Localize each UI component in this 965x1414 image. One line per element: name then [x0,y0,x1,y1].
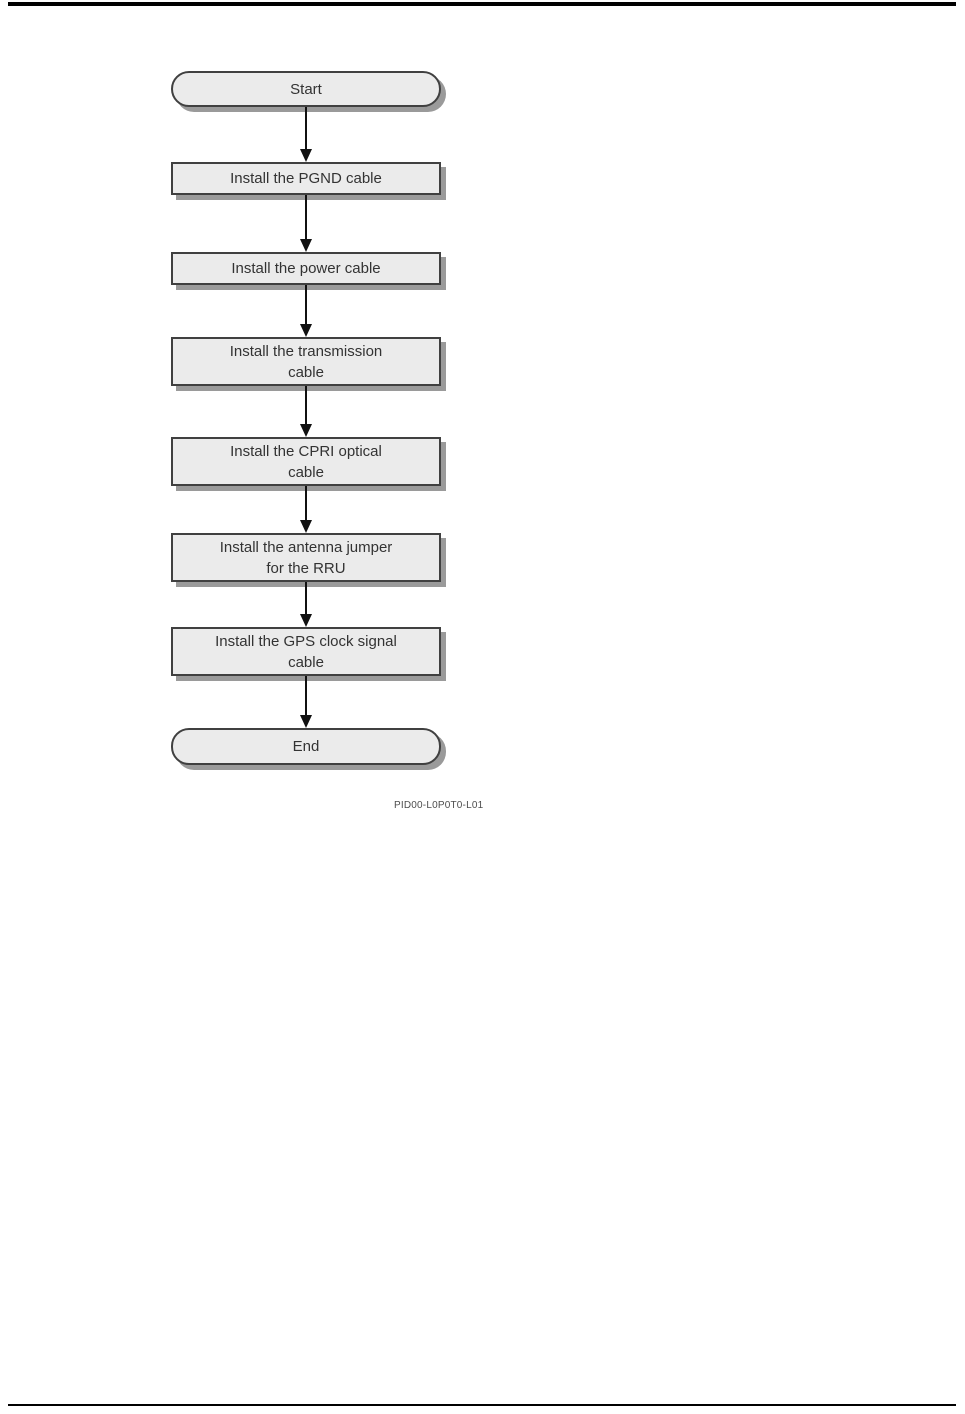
flowchart-node-install-power-cable: Install the power cable [171,252,441,285]
arrow-shaft [305,676,307,715]
arrow-shaft [305,285,307,324]
flow-arrow-down [300,676,312,728]
flow-arrow-down [300,285,312,337]
arrow-shaft [305,386,307,424]
flowchart-node-start: Start [171,71,441,107]
figure-id-caption: PID00-L0P0T0-L01 [394,800,484,811]
arrowhead-down-icon [300,239,312,252]
node-label: Install the transmission cable [229,342,383,381]
arrow-shaft [305,486,307,520]
node-label: End [292,738,320,755]
node-label: Install the power cable [231,260,381,277]
footer-rule [8,1404,956,1406]
node-label: Install the PGND cable [230,170,382,187]
node-label: Install the GPS clock signal cable [215,632,397,671]
arrowhead-down-icon [300,149,312,162]
arrow-shaft [305,582,307,614]
arrowhead-down-icon [300,324,312,337]
arrow-shaft [305,195,307,239]
flow-arrow-down [300,582,312,627]
header-rule [8,2,956,6]
flow-arrow-down [300,486,312,533]
node-label: Install the CPRI optical cable [230,442,382,481]
arrowhead-down-icon [300,614,312,627]
node-label: Install the antenna jumper for the RRU [219,538,393,577]
arrowhead-down-icon [300,520,312,533]
arrowhead-down-icon [300,715,312,728]
flowchart-node-install-transmission-cable: Install the transmission cable [171,337,441,386]
flow-arrow-down [300,107,312,162]
node-label: Start [290,80,322,98]
flow-arrow-down [300,195,312,252]
arrowhead-down-icon [300,424,312,437]
flowchart: Start Install the PGND cable Install the… [171,71,441,765]
arrow-shaft [305,107,307,149]
flow-arrow-down [300,386,312,437]
flowchart-node-install-antenna-jumper: Install the antenna jumper for the RRU [171,533,441,582]
flowchart-node-install-cpri-optical-cable: Install the CPRI optical cable [171,437,441,486]
flowchart-node-install-pgnd-cable: Install the PGND cable [171,162,441,195]
flowchart-node-install-gps-clock-signal-cable: Install the GPS clock signal cable [171,627,441,676]
flowchart-node-end: End [171,728,441,765]
